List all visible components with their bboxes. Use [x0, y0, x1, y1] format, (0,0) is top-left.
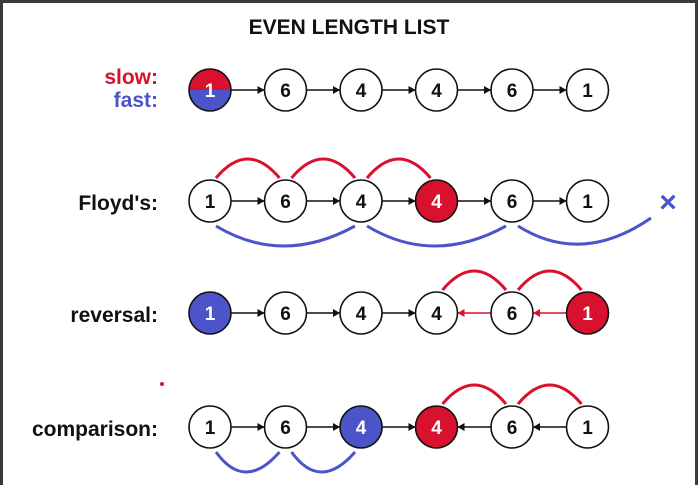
comparison-blue-arc-0: [214, 451, 281, 474]
floyds-red-arc-0: [214, 157, 281, 179]
reversal-red-arc-1: [516, 269, 583, 291]
floyds-red-arc-1: [290, 157, 357, 179]
floyds-node-2: 4: [339, 179, 383, 223]
floyds-node-4: 6: [490, 179, 534, 223]
legend-arrow-0: [231, 86, 265, 94]
comparison-arrow-0: [231, 423, 265, 431]
comparison-node-4: 6: [490, 405, 534, 449]
reversal-node-3-value: 4: [431, 304, 442, 325]
comparison-blue-arc-1: [290, 451, 357, 474]
reversal-node-5-value: 1: [582, 304, 593, 325]
arcs-layer: [214, 157, 652, 474]
linked-list-diagram: 1 6 4 4 6 1 1 6 4 4 6 1 × 1 6 4 4 6 1 1 6 4 4 6 1: [160, 68, 677, 474]
reversal-arrow-4: [533, 309, 567, 317]
comparison-red-arc-1: [516, 383, 583, 405]
legend-node-2: 4: [339, 68, 383, 112]
comparison-node-0: 1: [188, 405, 232, 449]
comparison-node-4-value: 6: [507, 418, 518, 439]
floyds-node-3-value: 4: [431, 192, 442, 213]
floyds-node-1-value: 6: [280, 192, 291, 213]
floyds-arrow-4: [533, 197, 567, 205]
reversal-arrow-0: [231, 309, 265, 317]
reversal-node-4-value: 6: [507, 304, 518, 325]
floyds-arrow-1: [306, 197, 340, 205]
reversal-row-label: reversal:: [70, 304, 158, 327]
floyds-node-0-value: 1: [205, 192, 216, 213]
reversal-node-2-value: 4: [356, 304, 367, 325]
reversal-node-0-value: 1: [205, 304, 216, 325]
reversal-arrow-3: [457, 309, 491, 317]
comparison-row-label: comparison:: [31, 418, 158, 441]
red-dot-marker: [160, 382, 164, 386]
floyds-row-label: Floyd's:: [78, 192, 158, 215]
floyds-node-1: 6: [263, 179, 308, 223]
fast-label: fast:: [113, 89, 158, 112]
diagram-title: EVEN LENGTH LIST: [248, 16, 450, 39]
comparison-node-2-value: 4: [356, 418, 367, 439]
reversal-node-5: 1: [565, 291, 610, 335]
legend-node-0-value: 1: [205, 81, 216, 102]
arrows-layer: [231, 86, 567, 431]
floyds-node-2-value: 4: [356, 192, 367, 213]
comparison-arrow-2: [382, 423, 416, 431]
floyds-node-4-value: 6: [507, 192, 518, 213]
comparison-node-3: 4: [414, 405, 459, 449]
legend-arrow-2: [382, 86, 416, 94]
comparison-node-5: 1: [565, 405, 610, 449]
comparison-node-1-value: 6: [280, 418, 291, 439]
legend-node-5-value: 1: [582, 81, 593, 102]
floyds-red-arc-2: [365, 157, 432, 179]
comparison-red-arc-0: [441, 383, 508, 405]
legend-node-3-value: 4: [431, 81, 442, 102]
floyds-node-5: 1: [565, 179, 610, 223]
legend-node-4-value: 6: [507, 81, 518, 102]
floyds-node-5-value: 1: [582, 192, 593, 213]
null-end-x-mark: ×: [659, 186, 677, 219]
reversal-arrow-2: [382, 309, 416, 317]
floyds-blue-arc-1: [366, 224, 507, 248]
comparison-node-2: 4: [339, 405, 383, 449]
slow-label: slow:: [104, 66, 158, 89]
diagram-canvas: EVEN LENGTH LIST slow: fast: Floyd's: re…: [3, 3, 695, 485]
reversal-node-0: 1: [188, 291, 232, 335]
legend-node-4: 6: [490, 68, 534, 112]
reversal-red-arc-0: [441, 269, 508, 291]
legend-arrow-3: [457, 86, 491, 94]
floyds-arrow-0: [231, 197, 265, 205]
legend-node-1: 6: [263, 68, 308, 112]
floyds-arrow-2: [382, 197, 416, 205]
reversal-node-3: 4: [414, 291, 459, 335]
legend-arrow-1: [306, 86, 340, 94]
comparison-node-5-value: 1: [582, 418, 593, 439]
comparison-node-1: 6: [263, 405, 308, 449]
legend-node-5: 1: [565, 68, 610, 112]
legend-node-0: 1: [188, 68, 232, 112]
comparison-arrow-1: [306, 423, 340, 431]
comparison-arrow-4: [533, 423, 567, 431]
comparison-node-0-value: 1: [205, 418, 216, 439]
reversal-node-1-value: 6: [280, 304, 291, 325]
reversal-node-4: 6: [490, 291, 534, 335]
floyds-blue-arc-2: [517, 216, 652, 246]
legend-node-1-value: 6: [280, 81, 291, 102]
legend-node-2-value: 4: [356, 81, 367, 102]
comparison-node-3-value: 4: [431, 418, 442, 439]
floyds-node-3: 4: [414, 179, 459, 223]
reversal-arrow-1: [306, 309, 340, 317]
floyds-arrow-3: [457, 197, 491, 205]
comparison-arrow-3: [457, 423, 491, 431]
nodes-layer: 1 6 4 4 6 1 1 6 4 4 6 1 × 1 6 4 4 6 1 1 6 4 4 6 1: [160, 68, 677, 449]
reversal-node-1: 6: [263, 291, 308, 335]
reversal-node-2: 4: [339, 291, 383, 335]
legend-arrow-4: [533, 86, 567, 94]
legend-node-3: 4: [414, 68, 459, 112]
floyds-node-0: 1: [188, 179, 232, 223]
floyds-blue-arc-0: [215, 224, 356, 248]
